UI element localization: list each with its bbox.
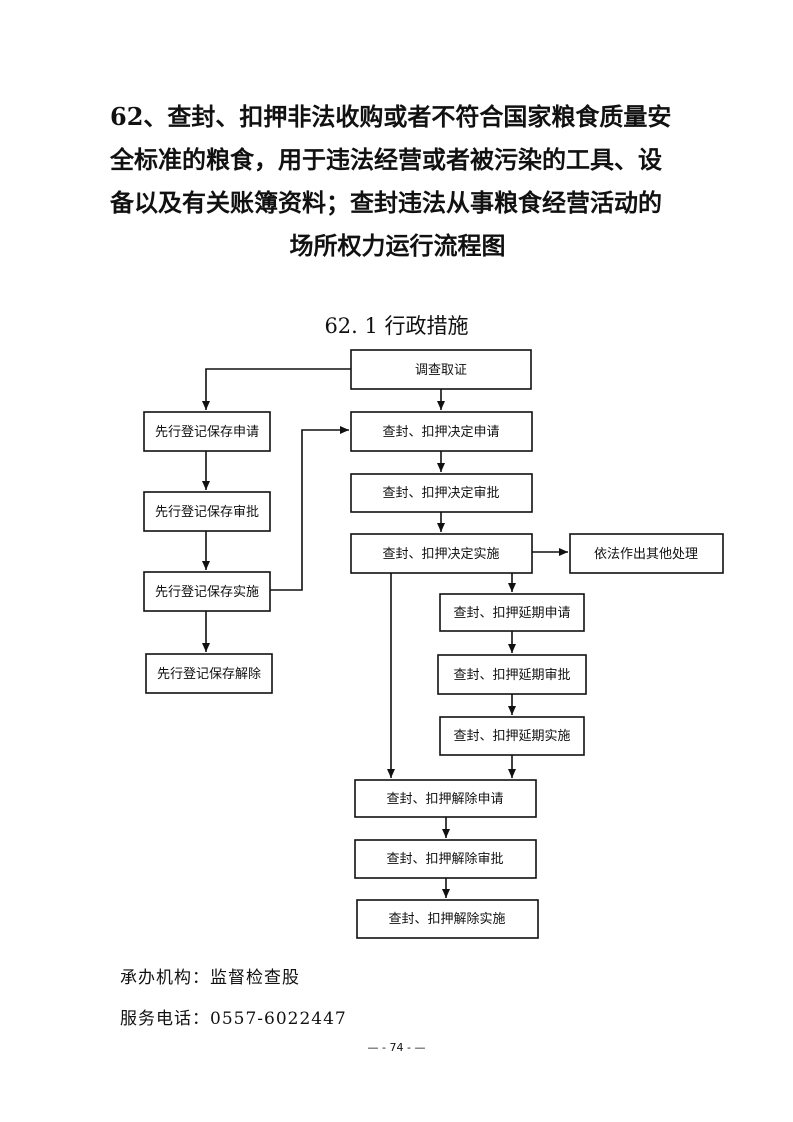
node-pre-reg-implement: 先行登记保存实施 xyxy=(143,571,271,612)
node-release-implement: 查封、扣押解除实施 xyxy=(356,899,539,939)
node-seize-implement-label: 查封、扣押决定实施 xyxy=(382,547,499,562)
node-pre-reg-approve-label: 先行登记保存审批 xyxy=(155,505,259,520)
node-release-apply: 查封、扣押解除申请 xyxy=(354,779,537,818)
node-extend-approve-label: 查封、扣押延期审批 xyxy=(453,668,570,683)
node-investigate: 调查取证 xyxy=(350,349,532,390)
node-extend-apply: 查封、扣押延期申请 xyxy=(439,593,585,632)
title-line-2: 全标准的粮食，用于违法经营或者被污染的工具、设 xyxy=(110,145,662,174)
edge-pre-reg-implement-to-seize-apply xyxy=(270,426,349,591)
node-seize-approve-label: 查封、扣押决定审批 xyxy=(382,486,499,501)
node-pre-reg-approve: 先行登记保存审批 xyxy=(143,491,271,532)
node-extend-implement-label: 查封、扣押延期实施 xyxy=(453,729,570,744)
node-seize-apply: 查封、扣押决定申请 xyxy=(350,411,533,452)
node-release-approve-label: 查封、扣押解除审批 xyxy=(386,852,503,867)
flow-edges xyxy=(202,368,568,898)
node-pre-reg-release-label: 先行登记保存解除 xyxy=(157,667,261,682)
title-line-3: 备以及有关账簿资料；查封违法从事粮食经营活动的 xyxy=(110,188,662,217)
footer-agency: 承办机构：监督检查股 xyxy=(120,968,300,988)
node-pre-reg-apply: 先行登记保存申请 xyxy=(143,411,271,452)
title-line-1: 62、查封、扣押非法收购或者不符合国家粮食质量安 xyxy=(110,102,672,131)
node-extend-apply-label: 查封、扣押延期申请 xyxy=(453,606,570,621)
node-other-handling-label: 依法作出其他处理 xyxy=(594,547,698,562)
node-pre-reg-apply-label: 先行登记保存申请 xyxy=(155,425,259,440)
node-extend-approve: 查封、扣押延期审批 xyxy=(437,654,587,695)
node-seize-implement: 查封、扣押决定实施 xyxy=(350,533,533,574)
node-seize-apply-label: 查封、扣押决定申请 xyxy=(382,425,499,440)
node-investigate-label: 调查取证 xyxy=(415,363,467,378)
title-line-4: 场所权力运行流程图 xyxy=(289,231,506,260)
node-release-approve: 查封、扣押解除审批 xyxy=(354,839,537,879)
section-subtitle: 62. 1 行政措施 xyxy=(324,314,469,338)
footer-phone: 服务电话：0557-6022447 xyxy=(120,1009,347,1029)
node-other-handling: 依法作出其他处理 xyxy=(569,533,724,574)
node-release-implement-label: 查封、扣押解除实施 xyxy=(388,912,505,927)
node-seize-approve: 查封、扣押决定审批 xyxy=(350,473,533,513)
node-release-apply-label: 查封、扣押解除申请 xyxy=(386,792,503,807)
page-number: — - 74 - — xyxy=(367,1041,426,1054)
node-extend-implement: 查封、扣押延期实施 xyxy=(439,716,585,756)
document-title: 62、查封、扣押非法收购或者不符合国家粮食质量安 全标准的粮食，用于违法经营或者… xyxy=(110,95,685,267)
edge-investigate-to-pre-reg-apply xyxy=(202,368,351,410)
node-pre-reg-implement-label: 先行登记保存实施 xyxy=(155,585,259,600)
node-pre-reg-release: 先行登记保存解除 xyxy=(145,653,273,694)
